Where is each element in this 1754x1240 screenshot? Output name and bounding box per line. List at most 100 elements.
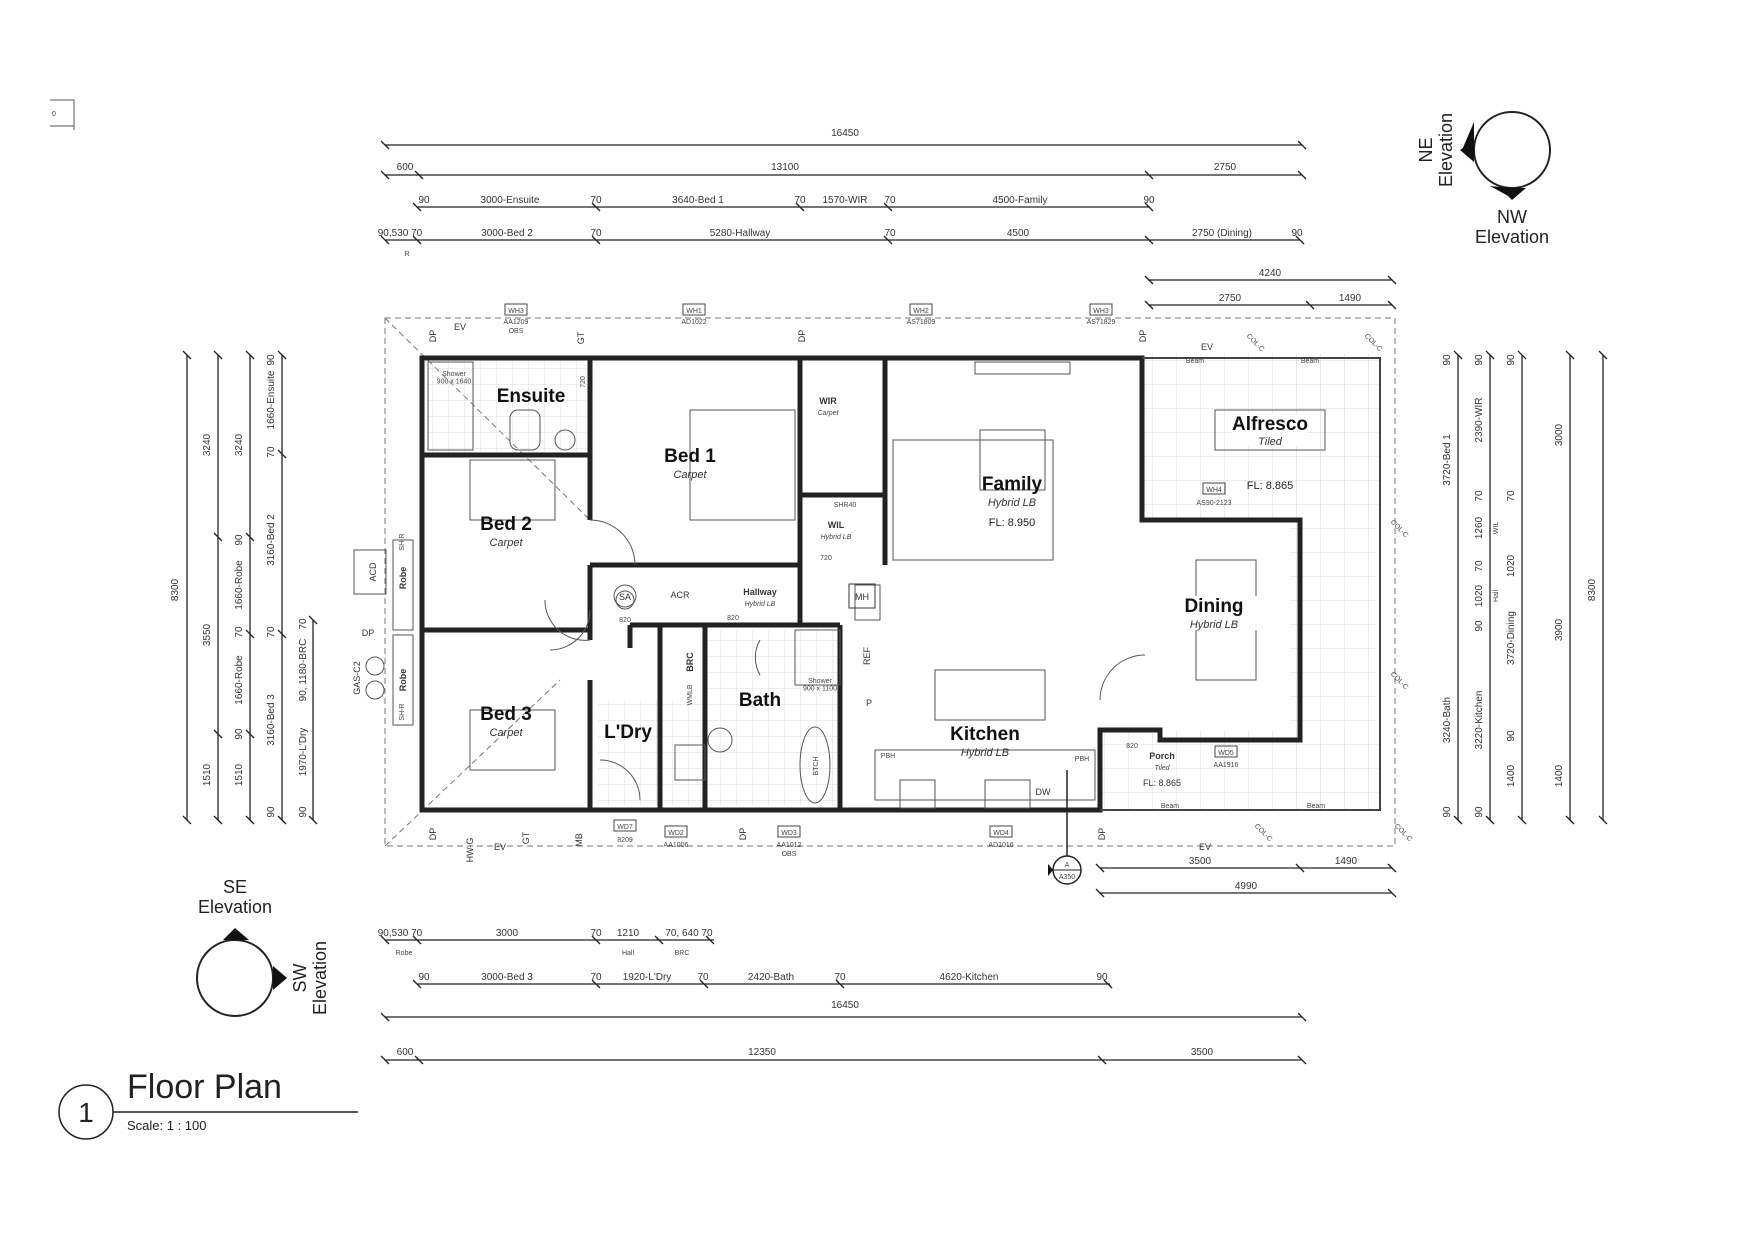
dim-alfresco-total: 4240 <box>1259 268 1282 279</box>
dim-right-c1-3: 90 <box>1442 806 1453 818</box>
room-wir: WIR Carpet <box>817 396 839 417</box>
svg-text:WD3: WD3 <box>781 830 797 837</box>
dim-alfresco-b: 1490 <box>1339 293 1362 304</box>
label-col-2: COL-C <box>1363 333 1383 353</box>
dim-right-c4-1: 3900 <box>1554 618 1565 641</box>
room-kitchen: Kitchen Hybrid LB <box>950 724 1020 759</box>
dim-right-c2-1: 2390-WIR <box>1474 397 1485 442</box>
dim-right-c1-0: 90 <box>1442 354 1453 366</box>
room-bed2: Bed 2 Carpet <box>480 514 532 549</box>
room-wil: WIL Hybrid LB <box>821 520 852 541</box>
dim-bottom-r1-0: 90,530 70 <box>378 928 423 939</box>
label-sa: SA <box>619 592 631 602</box>
dim-bottom-total: 16450 <box>831 1000 859 1011</box>
elevation-sw-label: SWElevation <box>290 941 330 1015</box>
dim-bottom-r1-1: Robe <box>396 950 413 957</box>
room-hallway: Hallway Hybrid LB <box>743 587 777 608</box>
window-tag: WH2 AS71809 <box>907 303 936 326</box>
window-tag: WD7 8209 <box>613 819 637 844</box>
dim-right-c2-3: 1260 <box>1474 516 1485 539</box>
room-bed2-name: Bed 2 <box>480 514 532 535</box>
room-ensuite: Ensuite <box>497 386 566 407</box>
dim-bottom-r2-4: 70 <box>697 972 709 983</box>
room-bed1: Bed 1 Carpet <box>664 446 716 481</box>
dim-bottom-r2-8: 90 <box>1096 972 1108 983</box>
dim-left-c2-2: 1510 <box>202 763 213 786</box>
room-dining: Dining Hybrid LB <box>1184 596 1270 631</box>
label-pbh-1: PBH <box>881 753 895 760</box>
room-dining-finish: Hybrid LB <box>1190 619 1238 631</box>
label-ref: REF <box>862 646 872 665</box>
corner-mark-label: 0 <box>52 111 56 118</box>
label-p: P <box>866 698 872 708</box>
label-beam-2: Beam <box>1301 358 1319 365</box>
dim-top-r3-5: 1570-WIR <box>822 195 867 206</box>
svg-text:8209: 8209 <box>617 837 633 844</box>
dim-right-c3-2: 1020 <box>1506 554 1517 577</box>
label-beam-1: Beam <box>1186 358 1204 365</box>
dim-bottom-r1-3: 70 <box>590 928 602 939</box>
dim-right-c2-6: 1020 <box>1474 584 1485 607</box>
title-block: 1 Floor Plan Scale: 1 : 100 <box>58 1068 358 1140</box>
dim-bottom-r2-1: 3000-Bed 3 <box>481 972 533 983</box>
dim-top-r3-2: 70 <box>590 195 602 206</box>
dim-right-c4-0: 3000 <box>1554 423 1565 446</box>
room-porch-name: Porch <box>1149 751 1175 761</box>
window-tag: WH3 AS71829 <box>1087 303 1116 326</box>
room-alfresco-fl: FL: 8.865 <box>1247 480 1293 492</box>
dim-left-c5-3: 90 <box>298 806 309 818</box>
dim-top-r4-7: 2750 (Dining) <box>1192 228 1252 239</box>
dim-alfresco-a: 2750 <box>1219 293 1242 304</box>
room-bath-name: Bath <box>739 690 781 711</box>
bottom-dimension-strings: 90,530 70 Robe 3000 70 1210 Hall 70, 640… <box>378 928 1307 1065</box>
room-porch-finish: Tiled <box>1154 765 1170 772</box>
alfresco-dimensions: 4240 2750 1490 <box>1144 268 1397 310</box>
room-bath: Bath <box>739 690 781 711</box>
label-gt-bottom: GT <box>521 831 531 844</box>
label-robe-upper: Robe <box>398 567 408 590</box>
room-family: Family Hybrid LB FL: 8.950 <box>982 474 1043 529</box>
svg-text:AA1209: AA1209 <box>504 319 529 326</box>
svg-text:WH2: WH2 <box>913 308 929 315</box>
label-acd: ACD <box>368 562 378 582</box>
dim-left-c4-5: 3160-Bed 3 <box>266 694 277 746</box>
dim-right-c2-11: 90 <box>1474 806 1485 818</box>
dim-bottom-r2-7: 4620-Kitchen <box>940 972 999 983</box>
external-walls <box>419 355 1381 813</box>
dim-bottom-r2-2: 70 <box>590 972 602 983</box>
room-alfresco-finish: Tiled <box>1258 436 1283 448</box>
svg-text:AS71809: AS71809 <box>907 319 936 326</box>
label-dp-bottom3: DP <box>1097 828 1107 841</box>
label-dw: DW <box>1036 787 1051 797</box>
room-wil-finish: Hybrid LB <box>821 534 852 541</box>
dim-bottom-r2-3: 1920-L'Dry <box>623 972 672 983</box>
label-dp-side: DP <box>362 628 375 638</box>
dim-left-c3-4: 1660-Robe <box>234 655 245 705</box>
dim-left-c3-3: 70 <box>234 626 245 638</box>
room-ensuite-name: Ensuite <box>497 386 566 407</box>
label-dp-top2: DP <box>797 330 807 343</box>
dim-left-c4-4: 70 <box>266 626 277 638</box>
dim-bottom-r1-7: BRC <box>675 950 690 957</box>
dim-right-c3-1: 70 <box>1506 490 1517 502</box>
dim-left-c3-0: 3240 <box>234 433 245 456</box>
dim-right-c2-0: 90 <box>1474 354 1485 366</box>
title-scale: Scale: 1 : 100 <box>127 1118 207 1133</box>
window-tag: WH1 AD1022 <box>681 303 707 326</box>
dim-right-c3-3: 90 <box>1506 730 1517 742</box>
dim-top-r3-4: 70 <box>794 195 806 206</box>
room-wil-name: WIL <box>828 520 845 530</box>
dim-bottom-r1-6: 70, 640 <box>665 928 699 939</box>
dim-left-c3-6: 1510 <box>234 763 245 786</box>
dim-right-c1-2: 3240-Bath <box>1442 697 1453 743</box>
room-kitchen-finish: Hybrid LB <box>961 747 1009 759</box>
dim-bottom-r2-6: 70 <box>834 972 846 983</box>
dim-bottom-r1-8: 70 <box>701 928 713 939</box>
dim-right-c2-2: 70 <box>1474 490 1485 502</box>
title-number: 1 <box>78 1097 94 1128</box>
dim-left-c5-2: 1970-L'Dry <box>298 728 309 777</box>
dim-right-c2-5: 70 <box>1474 560 1485 572</box>
